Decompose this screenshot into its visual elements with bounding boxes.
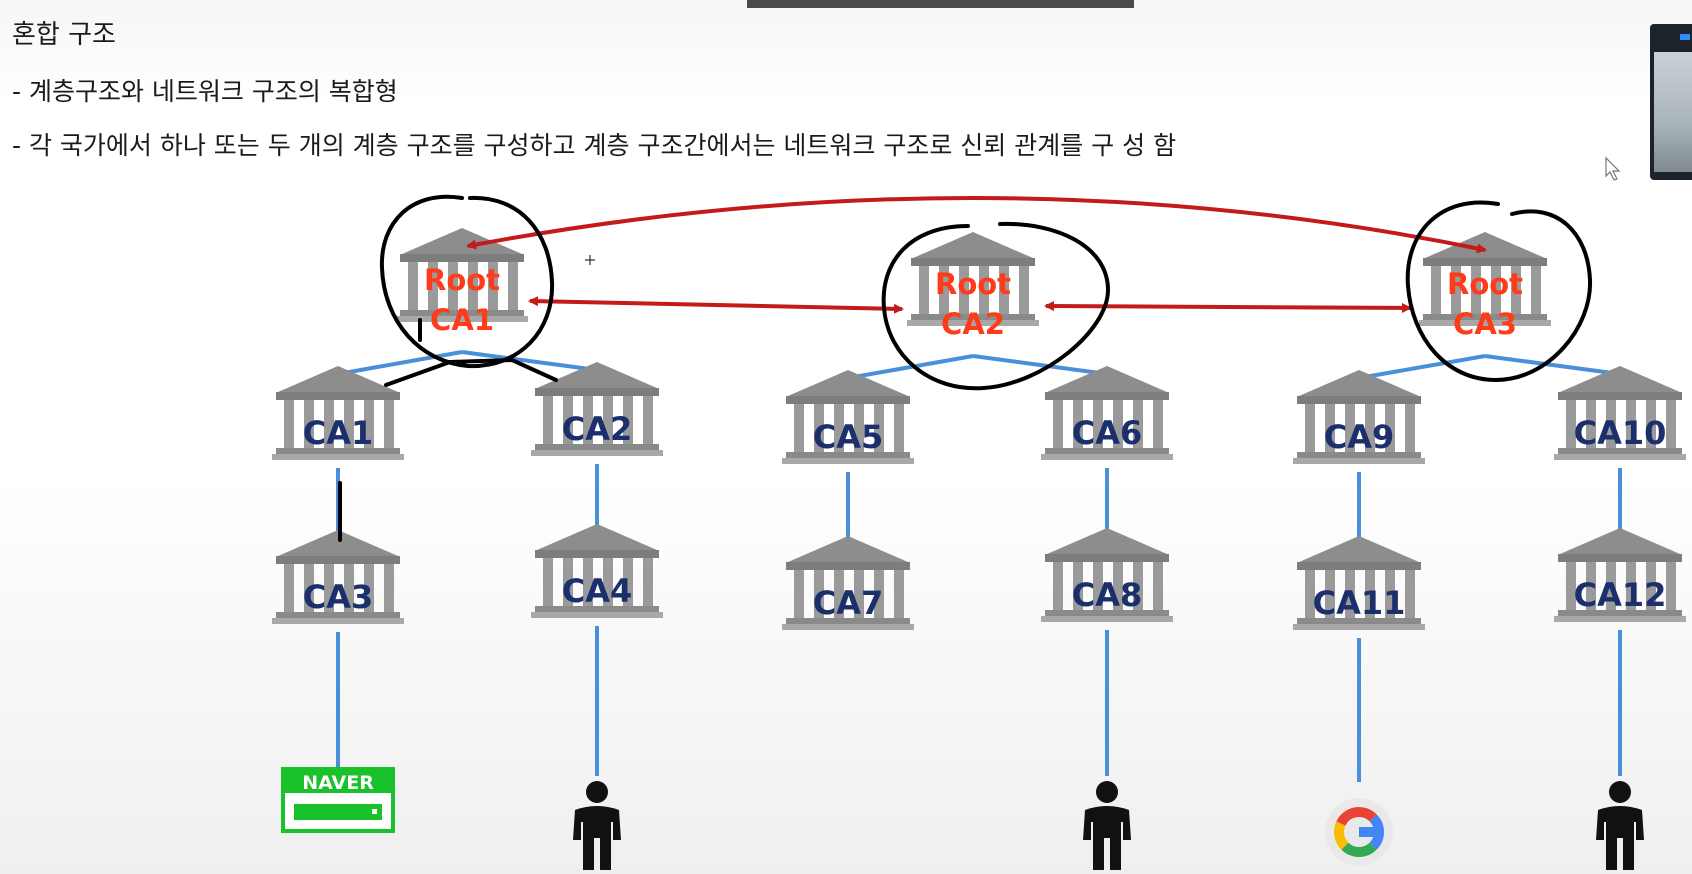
node-ca12[interactable]: CA12 [1554, 528, 1686, 622]
ink-circle-root2 [881, 221, 1111, 391]
endpoints: NAVER [281, 767, 1644, 870]
video-thumbnail[interactable] [1650, 24, 1692, 180]
node-ca3[interactable]: CA3 [272, 530, 404, 624]
ca-label: CA4 [562, 572, 633, 610]
ca-label: CA6 [1072, 414, 1143, 452]
link-root3-ca9 [1358, 354, 1486, 380]
root-label-line2: CA3 [1453, 307, 1517, 341]
node-ca11[interactable]: CA11 [1293, 536, 1425, 630]
ca-label: CA11 [1313, 584, 1406, 622]
trust-arrow-root1-root2 [528, 296, 904, 314]
naver-logo: NAVER [281, 767, 395, 833]
ca-label: CA3 [303, 578, 374, 616]
node-ca6[interactable]: CA6 [1041, 366, 1173, 460]
slide-title: 혼합 구조 [12, 20, 116, 50]
root-label-line2: CA1 [430, 303, 494, 337]
root-label-line1: Root [424, 263, 500, 297]
bullet-country-structure: - 각 국가에서 하나 또는 두 개의 계층 구조를 구성하고 계층 구조간에서… [12, 131, 1177, 160]
node-ca7[interactable]: CA7 [782, 536, 914, 630]
bullet-hybrid-description: - 계층구조와 네트워크 구조의 복합형 [12, 77, 398, 106]
trust-arrow-root1-root3 [466, 195, 1487, 254]
node-ca5[interactable]: CA5 [782, 370, 914, 464]
ink-circle-root1 [379, 194, 555, 369]
root-label-line2: CA2 [941, 307, 1005, 341]
ca-label: CA1 [303, 414, 374, 452]
link-root1-ca2 [461, 350, 598, 372]
naver-label: NAVER [302, 772, 374, 794]
ca-label: CA8 [1072, 576, 1143, 614]
node-ca8[interactable]: CA8 [1041, 528, 1173, 622]
google-icon [1325, 798, 1393, 866]
node-ca2[interactable]: CA2 [531, 362, 663, 456]
root-label-line1: Root [935, 267, 1011, 301]
node-ca10[interactable]: CA10 [1554, 366, 1686, 460]
link-root2-ca5 [847, 354, 974, 380]
ca-label: CA7 [813, 584, 884, 622]
ca-label: CA9 [1324, 418, 1395, 456]
node-ca4[interactable]: CA4 [531, 524, 663, 618]
ca-label: CA12 [1574, 576, 1667, 614]
camera-indicator-icon [1680, 34, 1690, 40]
link-root1-ca1 [337, 350, 463, 376]
person-icon [1596, 781, 1644, 870]
ink-strike-ca1 [384, 357, 558, 387]
crosshair-icon [585, 255, 595, 265]
person-icon [1083, 781, 1131, 870]
ca-label: CA5 [813, 418, 884, 456]
ca-label: CA10 [1574, 414, 1667, 452]
trust-arrow-root2-root3 [1044, 301, 1412, 313]
ink-circle-root3 [1405, 200, 1593, 383]
link-root3-ca10 [1484, 354, 1621, 376]
window-top-bar[interactable] [747, 0, 1134, 8]
root-label-line1: Root [1447, 267, 1523, 301]
mouse-cursor-icon [1605, 156, 1621, 181]
person-icon [573, 781, 621, 870]
webcam-preview [1654, 52, 1692, 172]
ca-label: CA2 [562, 410, 633, 448]
annotation-ink [338, 156, 1621, 542]
node-ca1[interactable]: CA1 [272, 366, 404, 460]
node-ca9[interactable]: CA9 [1293, 370, 1425, 464]
tree-lines [336, 350, 1622, 782]
link-root2-ca6 [972, 354, 1108, 376]
